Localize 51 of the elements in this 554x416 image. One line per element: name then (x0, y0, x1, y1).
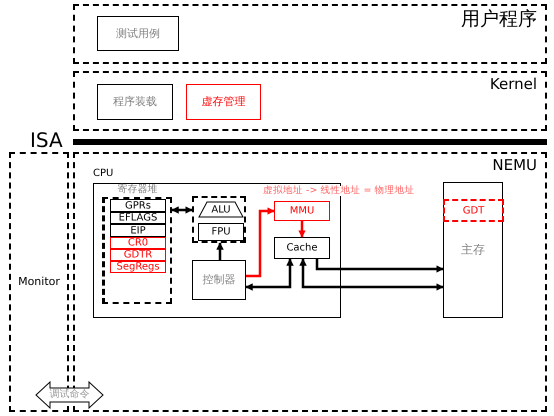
node-label: GDT (462, 205, 484, 216)
module-box (443, 182, 503, 318)
layer-label: ISA (30, 129, 63, 151)
register-row (110, 199, 166, 212)
module-box (97, 84, 173, 120)
address-note: 虚拟地址 -> 线性地址 = 物理地址 (263, 186, 414, 196)
node-label: FPU (211, 226, 231, 238)
node-label: CR0 (128, 238, 148, 248)
node-label: Cache (286, 242, 318, 254)
register-row (110, 237, 166, 249)
node-label: ALU (211, 204, 231, 215)
unit-group (192, 196, 246, 243)
table-region (443, 199, 504, 222)
alu-trapezoid (198, 201, 244, 218)
connector-arrow (299, 258, 444, 291)
node-label: 测试用例 (116, 27, 160, 40)
node-label: EFLAGS (118, 212, 158, 224)
register-row (110, 249, 166, 261)
node-label: MMU (290, 206, 314, 216)
module-box (192, 260, 246, 300)
module-box (186, 84, 261, 120)
layer-panel (73, 71, 547, 131)
node-label: 虚存管理 (202, 96, 246, 108)
node-label: NEMU (492, 157, 537, 174)
node-label: 寄存器堆 (118, 184, 158, 195)
node-label: EIP (130, 225, 146, 236)
register-row (110, 212, 166, 224)
connector-arrow (298, 221, 306, 238)
edge-label: 调试命令 (50, 390, 90, 400)
module-box (274, 201, 330, 221)
connector-arrow (171, 206, 193, 214)
module-box (274, 237, 330, 259)
layer-panel (73, 4, 547, 64)
node-label: CPU (93, 168, 114, 179)
module-box (198, 223, 244, 241)
node-label: GPRs (125, 200, 151, 211)
register-row (110, 224, 166, 237)
connector-arrow (246, 207, 275, 278)
node-label: 控制器 (202, 274, 236, 286)
module-box (97, 16, 179, 51)
node-label: 程序装载 (113, 96, 157, 108)
node-label: 主存 (461, 243, 485, 257)
node-label: GDTR (124, 250, 152, 260)
node-label: Monitor (18, 276, 60, 288)
node-label: Kernel (490, 76, 537, 92)
connector-arrow (245, 258, 294, 291)
node-label: 用户程序 (461, 9, 537, 30)
register-row (110, 261, 166, 273)
connector-arrow (216, 242, 224, 260)
node-label: SegRegs (116, 262, 160, 272)
connector-arrow (316, 259, 444, 273)
